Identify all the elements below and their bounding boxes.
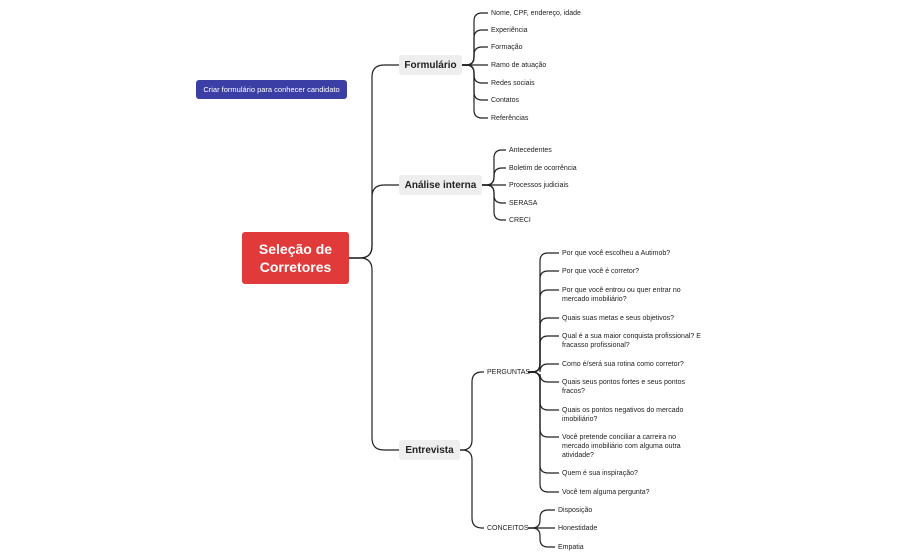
root-topic[interactable]: Seleção de Corretores — [242, 232, 349, 284]
pergunta-item[interactable]: Quais seus pontos fortes e seus pontos f… — [562, 379, 685, 395]
link-perguntas-leaf — [528, 371, 559, 383]
link-perguntas-leaf — [528, 363, 559, 373]
analise-item[interactable]: Boletim de ocorrência — [509, 165, 577, 172]
pergunta-item[interactable]: Qual é a sua maior conquista profissiona… — [562, 333, 701, 349]
branch-entrevista[interactable]: Entrevista — [399, 440, 460, 460]
link-formulario-leaf — [462, 46, 488, 66]
formulario-item[interactable]: Referências — [491, 115, 529, 122]
link-formulario-leaf — [462, 64, 488, 84]
link-root-entrevista — [349, 257, 399, 451]
analise-item[interactable]: CRECI — [509, 217, 531, 224]
link-entrevista-perguntas — [460, 371, 484, 451]
pergunta-item[interactable]: Por que você é corretor? — [562, 268, 640, 275]
formulario-item[interactable]: Contatos — [491, 97, 520, 104]
formulario-item[interactable]: Nome, CPF, endereço, idade — [491, 10, 581, 17]
link-conceitos-leaf — [528, 509, 555, 529]
subtopic-perguntas[interactable]: PERGUNTAS — [487, 369, 531, 376]
pergunta-item[interactable]: Você pretende conciliar a carreira no me… — [562, 434, 681, 459]
link-analise-leaf — [482, 184, 506, 221]
pergunta-item[interactable]: Por que você escolheu a Autimob? — [562, 250, 671, 257]
branch-analise-interna[interactable]: Análise interna — [399, 175, 482, 195]
link-root-formulario — [349, 64, 399, 259]
analise-item[interactable]: SERASA — [509, 200, 538, 207]
pergunta-item[interactable]: Quem é sua inspiração? — [562, 470, 638, 477]
pergunta-item[interactable]: Você tem alguma pergunta? — [562, 489, 650, 496]
branch-formulario[interactable]: Formulário — [399, 55, 462, 75]
pergunta-item[interactable]: Como é/será sua rotina como corretor? — [562, 361, 684, 368]
link-perguntas-leaf — [528, 371, 559, 493]
link-perguntas-leaf — [528, 335, 559, 373]
conceito-item[interactable]: Disposição — [558, 507, 593, 514]
link-perguntas-leaf — [528, 270, 559, 373]
pergunta-item[interactable]: Quais os pontos negativos do mercado imo… — [562, 407, 684, 423]
pergunta-item[interactable]: Quais suas metas e seus objetivos? — [562, 315, 675, 322]
analise-item[interactable]: Antecedentes — [509, 147, 552, 154]
formulario-item[interactable]: Redes sociais — [491, 80, 535, 87]
link-formulario-leaf — [462, 64, 488, 119]
formulario-item[interactable]: Experiência — [491, 27, 528, 34]
link-perguntas-leaf — [528, 371, 559, 474]
pergunta-item[interactable]: Por que você entrou ou quer entrar no me… — [562, 287, 681, 303]
link-perguntas-leaf — [528, 371, 559, 411]
link-entrevista-conceitos — [460, 449, 484, 529]
analise-item[interactable]: Processos judiciais — [509, 182, 569, 189]
conceito-item[interactable]: Honestidade — [558, 525, 598, 532]
subtopic-conceitos[interactable]: CONCEITOS — [487, 525, 529, 532]
conceito-item[interactable]: Empatia — [558, 544, 584, 551]
link-perguntas-leaf — [528, 289, 559, 373]
formulario-item[interactable]: Ramo de atuação — [491, 62, 547, 69]
link-conceitos-leaf — [528, 527, 555, 548]
note-tag[interactable]: Criar formulário para conhecer candidato — [196, 80, 347, 99]
link-formulario-leaf — [462, 12, 488, 66]
formulario-item[interactable]: Formação — [491, 44, 523, 51]
link-root-analise — [349, 184, 399, 259]
